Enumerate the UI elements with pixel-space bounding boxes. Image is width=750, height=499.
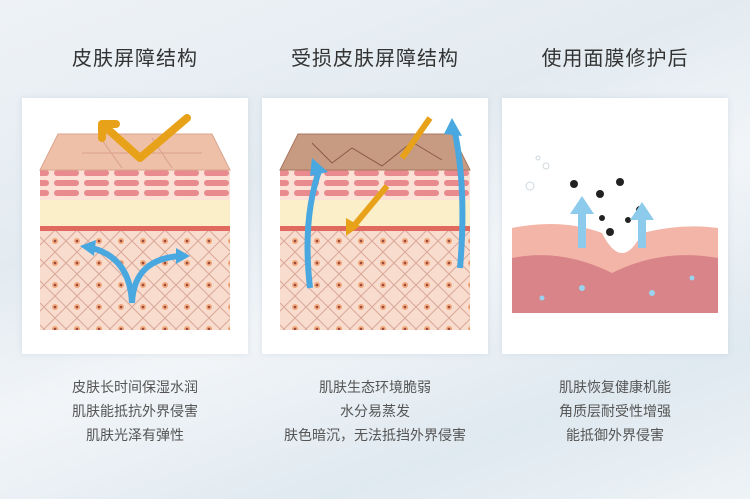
- panel-title-repaired: 使用面膜修护后: [541, 46, 689, 70]
- caption-line: 水分易蒸发: [340, 404, 410, 420]
- blue-arrow-left: [304, 166, 323, 289]
- caption-damaged: 肌肤生态环境脆弱 水分易蒸发 肤色暗沉，无法抵挡外界侵害: [245, 376, 505, 448]
- cracked-corneum: [279, 133, 471, 171]
- caption-line: 肤色暗沉，无法抵挡外界侵害: [284, 428, 466, 444]
- panel-title-damaged: 受损皮肤屏障结构: [291, 46, 459, 70]
- orange-arrow: [349, 116, 433, 230]
- healthy-skin-diagram: [22, 98, 248, 354]
- caption-healthy: 皮肤长时间保湿水润 肌肤能抵抗外界侵害 肌肤光泽有弹性: [5, 376, 265, 448]
- orange-arrow: [98, 114, 191, 162]
- blue-arrow-right: [451, 127, 466, 269]
- caption-line: 皮肤长时间保湿水润: [72, 380, 198, 396]
- blue-arrow: [91, 245, 183, 304]
- caption-repaired: 肌肤恢复健康机能 角质层耐受性增强 能抵御外界侵害: [485, 376, 745, 448]
- caption-line: 角质层耐受性增强: [559, 404, 671, 420]
- damaged-skin-diagram: [262, 98, 488, 354]
- caption-line: 肌肤光泽有弹性: [86, 428, 184, 444]
- caption-line: 肌肤能抵抗外界侵害: [72, 404, 198, 420]
- caption-line: 能抵御外界侵害: [566, 428, 664, 444]
- repaired-skin-diagram: [502, 98, 728, 354]
- caption-line: 肌肤生态环境脆弱: [319, 380, 431, 396]
- caption-line: 肌肤恢复健康机能: [559, 380, 671, 396]
- panel-title-healthy: 皮肤屏障结构: [72, 46, 198, 70]
